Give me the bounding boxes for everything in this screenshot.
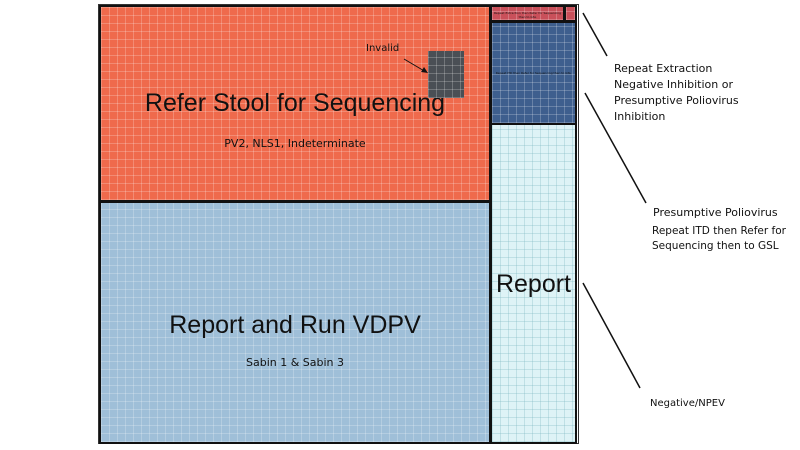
leader-repeat-extraction bbox=[582, 12, 608, 57]
annotation-negative: Negative/NPEV bbox=[650, 398, 725, 409]
annotation-presumptive-action: Repeat ITD then Refer for Sequencing the… bbox=[652, 224, 786, 254]
annotation-line: Repeat Extraction bbox=[614, 62, 713, 75]
invalid-arrowhead bbox=[421, 67, 428, 73]
block-report-vdpv-title: Report and Run VDPV bbox=[169, 311, 421, 339]
block-presumptive: Repeat ITD then Refer for Sequencing the… bbox=[490, 21, 577, 125]
block-invalid bbox=[428, 51, 464, 98]
annotation-line: Inhibition bbox=[614, 110, 666, 123]
block-report-title: Report bbox=[495, 270, 572, 298]
annotation-line: Sequencing then to GSL bbox=[652, 240, 779, 252]
leader-negative bbox=[582, 282, 641, 389]
invalid-label: Invalid bbox=[366, 43, 400, 54]
annotation-line: Repeat ITD then Refer for bbox=[652, 225, 786, 237]
block-report: Report bbox=[490, 123, 577, 444]
annotation-line: Negative Inhibition or bbox=[614, 78, 733, 91]
block-refer-stool-subtitle: PV2, NLS1, Indeterminate bbox=[224, 137, 366, 150]
block-report-vdpv: Report and Run VDPV Sabin 1 & Sabin 3 bbox=[99, 201, 491, 444]
block-presumptive-inner: Repeat ITD then Refer for Sequencing the… bbox=[495, 71, 572, 75]
block-refer-stool-title: Refer Stool for Sequencing bbox=[144, 89, 446, 117]
annotation-line: Presumptive Poliovirus bbox=[614, 94, 739, 107]
annotation-repeat-extraction: Repeat Extraction Negative Inhibition or… bbox=[614, 61, 739, 125]
block-repeat-extraction-inner: Repeat Extraction then Refer for Sequenc… bbox=[493, 11, 562, 19]
annotation-presumptive-title: Presumptive Poliovirus bbox=[653, 206, 778, 219]
block-report-vdpv-subtitle: Sabin 1 & Sabin 3 bbox=[245, 356, 345, 369]
leader-presumptive bbox=[584, 92, 647, 204]
